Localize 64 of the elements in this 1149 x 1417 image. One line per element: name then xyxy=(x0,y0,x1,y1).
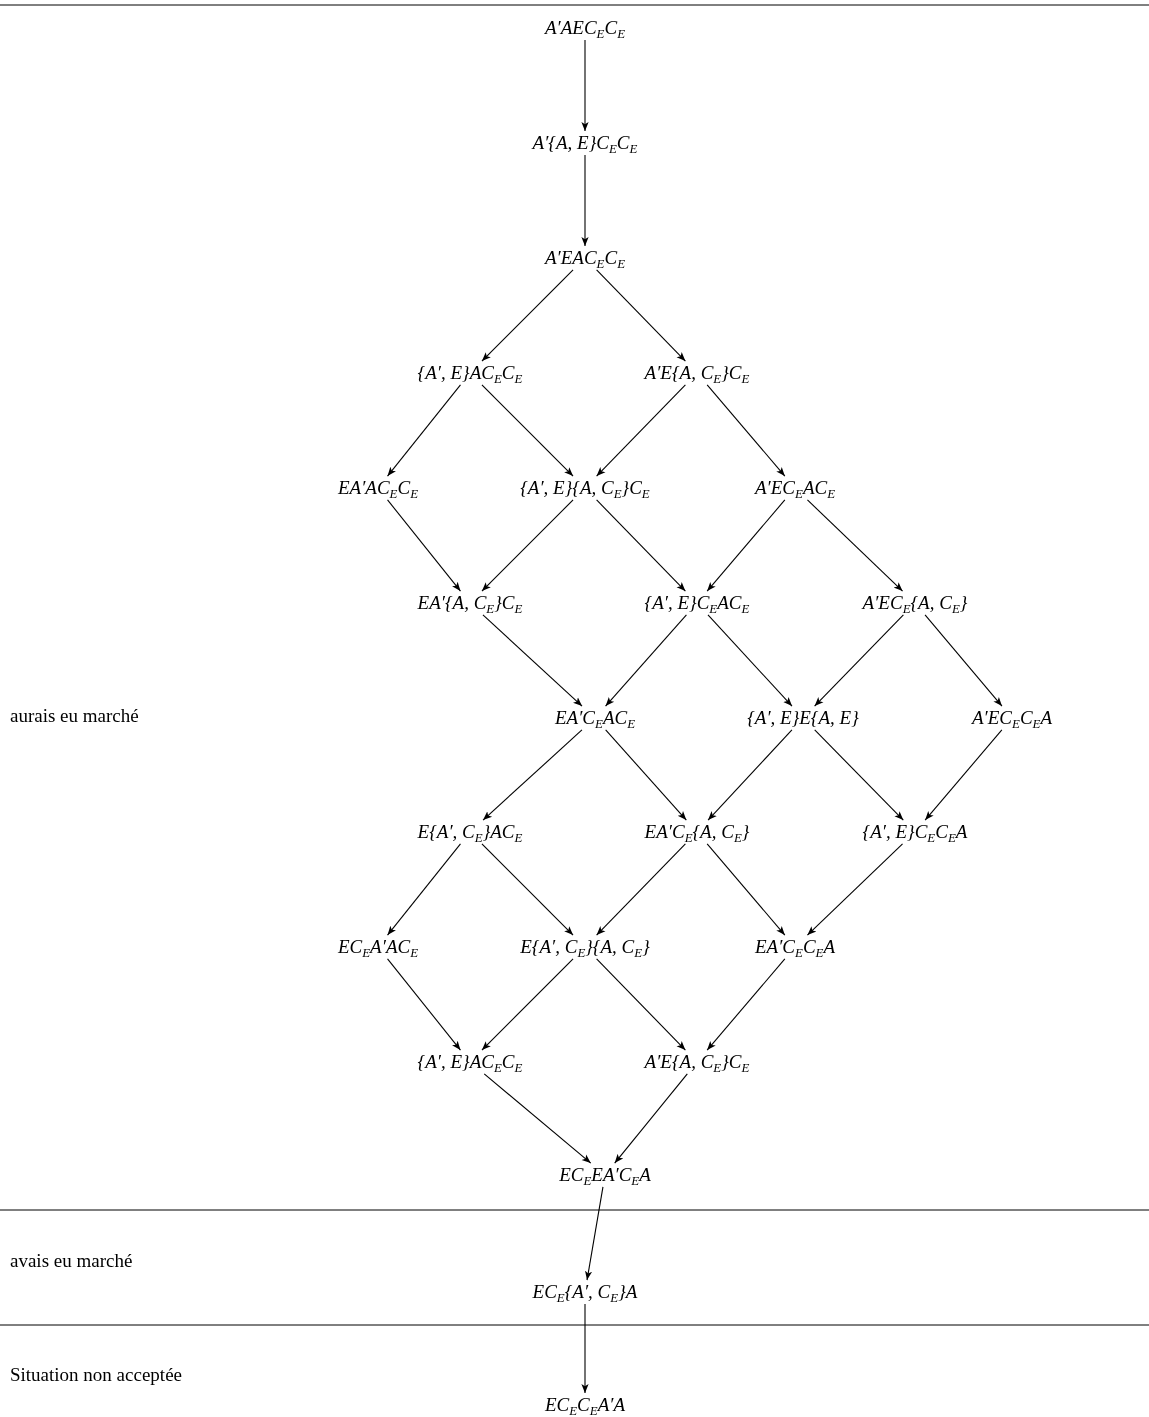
state-label: {A′, E}E{A, E} xyxy=(745,706,861,730)
state-label: EA′{A, C$_{E}$}C$_{E}$ xyxy=(415,591,525,615)
arrow xyxy=(387,958,461,1051)
arrow xyxy=(481,958,574,1051)
arrow xyxy=(482,729,583,821)
section-label: aurais eu marché xyxy=(10,705,139,727)
arrow xyxy=(581,1303,589,1394)
state-label: A′E{A, C$_{E}$}C$_{E}$ xyxy=(642,1050,752,1074)
arrow xyxy=(581,39,589,132)
arrow xyxy=(482,614,583,707)
arrow xyxy=(814,614,904,707)
state-label: EA′C$_{E}$AC$_{E}$ xyxy=(552,706,638,730)
arrow xyxy=(481,384,574,477)
arrow xyxy=(924,729,1003,821)
arrow xyxy=(605,614,687,707)
arrow xyxy=(596,843,686,936)
arrow xyxy=(481,843,574,936)
arrow xyxy=(596,958,686,1051)
arrow xyxy=(806,499,904,592)
arrow xyxy=(387,384,461,477)
state-label: A′AEC$_{E}$C$_{E}$ xyxy=(542,16,628,40)
arrow xyxy=(706,499,786,592)
state-label: EA′AC$_{E}$C$_{E}$ xyxy=(335,476,421,500)
arrow xyxy=(806,843,904,936)
state-label: A′EC$_{E}$AC$_{E}$ xyxy=(752,476,838,500)
state-label: A′EC$_{E}$C$_{E}$A xyxy=(969,706,1055,730)
arrow xyxy=(706,384,786,477)
arrow xyxy=(581,154,589,247)
state-label: EC$_{E}${A′, C$_{E}$}A xyxy=(530,1280,640,1304)
arrow xyxy=(481,269,574,362)
arrow xyxy=(614,1073,688,1164)
state-label: EA′C$_{E}${A, C$_{E}$} xyxy=(642,820,752,844)
state-label: EA′C$_{E}$C$_{E}$A xyxy=(752,935,838,959)
arrow xyxy=(706,843,786,936)
state-label: EC$_{E}$EA′C$_{E}$A xyxy=(557,1163,653,1187)
state-label: E{A′, C$_{E}$}{A, C$_{E}$} xyxy=(518,935,652,959)
state-label: {A′, E}AC$_{E}$C$_{E}$ xyxy=(415,1050,525,1074)
state-label: {A′, E}C$_{E}$AC$_{E}$ xyxy=(642,591,752,615)
arrow xyxy=(596,269,686,362)
arrow xyxy=(707,614,793,707)
arrow xyxy=(706,958,786,1051)
state-label: A′EC$_{E}${A, C$_{E}$} xyxy=(860,591,970,615)
arrow xyxy=(596,384,686,477)
arrow xyxy=(596,499,686,592)
arrow xyxy=(387,499,461,592)
state-label: A′{A, E}C$_{E}$C$_{E}$ xyxy=(530,131,640,155)
state-label: A′EAC$_{E}$C$_{E}$ xyxy=(542,246,628,270)
state-label: {A′, E}AC$_{E}$C$_{E}$ xyxy=(415,361,525,385)
state-label: EC$_{E}$A′AC$_{E}$ xyxy=(335,935,421,959)
state-label: A′E{A, C$_{E}$}C$_{E}$ xyxy=(642,361,752,385)
arrow xyxy=(483,1073,592,1164)
state-label: EC$_{E}$C$_{E}$A′A xyxy=(542,1393,628,1417)
arrow xyxy=(585,1186,604,1281)
section-label: Situation non acceptée xyxy=(10,1364,182,1386)
arrow xyxy=(707,729,793,821)
arrow xyxy=(605,729,687,821)
arrow xyxy=(924,614,1003,707)
state-label: E{A′, C$_{E}$}AC$_{E}$ xyxy=(415,820,525,844)
state-label: {A′, E}C$_{E}$C$_{E}$A xyxy=(860,820,970,844)
section-label: avais eu marché xyxy=(10,1250,133,1272)
arrow xyxy=(814,729,904,821)
arrow xyxy=(481,499,574,592)
arrow xyxy=(387,843,461,936)
state-label: {A′, E}{A, C$_{E}$}C$_{E}$ xyxy=(518,476,652,500)
